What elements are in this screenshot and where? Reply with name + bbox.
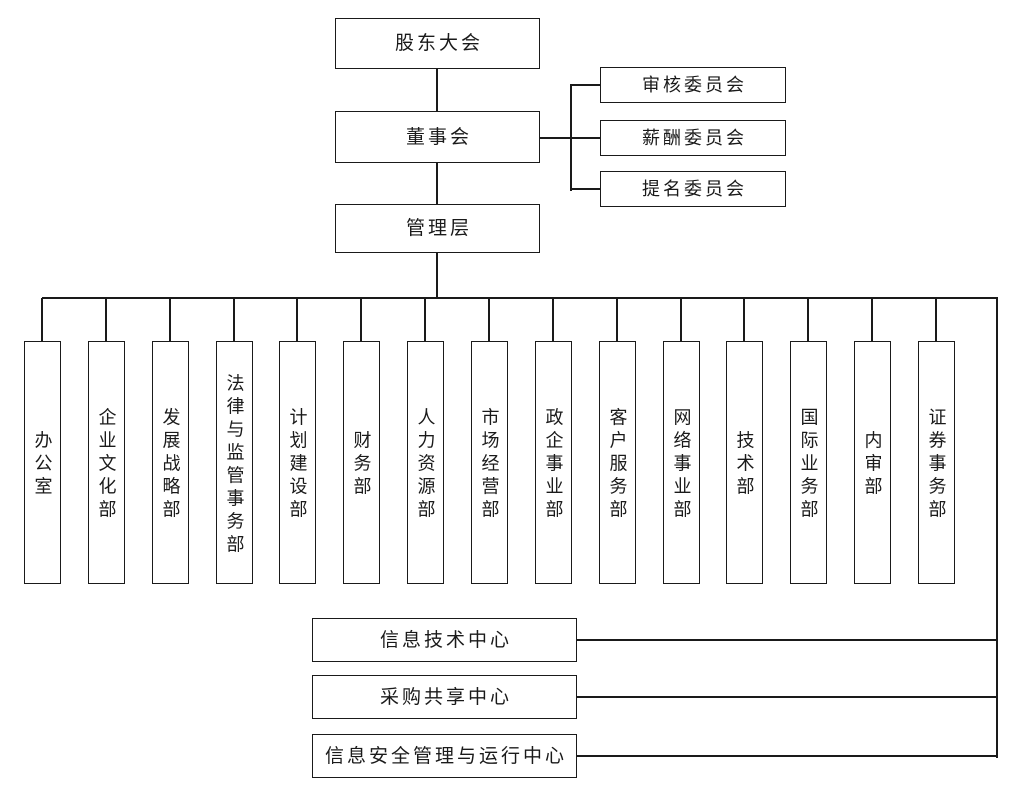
center-information-security-operation: 信息安全管理与运行中心 [312,734,577,778]
department-network-business-label: 网络事业部 [671,407,692,523]
connector-dept-stub [743,298,745,341]
department-corporate-culture: 企业文化部 [88,341,125,584]
department-technology: 技术部 [726,341,763,584]
node-management-label: 管理层 [405,218,472,239]
department-finance-label: 财务部 [351,430,372,500]
committee-audit: 审核委员会 [600,67,786,103]
connector-department-rail [42,297,998,299]
department-marketing-operations-label: 市场经营部 [479,407,500,523]
connector-center-information-security [577,755,996,757]
department-government-enterprise-label: 政企事业部 [543,407,564,523]
connector-dept-stub [105,298,107,341]
department-human-resources-label: 人力资源部 [415,407,436,523]
center-procurement-sharing: 采购共享中心 [312,675,577,719]
department-general-office-label: 办公室 [32,430,53,500]
department-development-strategy-label: 发展战略部 [160,407,181,523]
department-development-strategy: 发展战略部 [152,341,189,584]
center-information-security-operation-label: 信息安全管理与运行中心 [324,745,567,767]
connector-dept-stub [233,298,235,341]
node-shareholders-meeting: 股东大会 [335,18,540,69]
department-securities-affairs-label: 证券事务部 [926,407,947,523]
connector-dept-stub [41,298,43,341]
department-legal-regulatory-affairs: 法律与监管事务部 [216,341,253,584]
connector-dept-stub [360,298,362,341]
connector-dept-stub [552,298,554,341]
department-technology-label: 技术部 [734,430,755,500]
connector-dept-stub [871,298,873,341]
connector-shareholders-board [436,69,438,111]
department-securities-affairs: 证券事务部 [918,341,955,584]
department-general-office: 办公室 [24,341,61,584]
department-human-resources: 人力资源部 [407,341,444,584]
connector-committee-vertical [570,84,572,191]
department-corporate-culture-label: 企业文化部 [96,407,117,523]
center-information-technology: 信息技术中心 [312,618,577,662]
center-information-technology-label: 信息技术中心 [379,629,512,651]
department-customer-service-label: 客户服务部 [607,407,628,523]
connector-center-information-technology [577,639,996,641]
department-customer-service: 客户服务部 [599,341,636,584]
department-network-business: 网络事业部 [663,341,700,584]
committee-nomination-label: 提名委员会 [642,179,747,199]
node-board-of-directors-label: 董事会 [405,126,472,148]
department-government-enterprise: 政企事业部 [535,341,572,584]
department-planning-construction-label: 计划建设部 [287,407,308,523]
connector-center-procurement-sharing [577,696,996,698]
node-management: 管理层 [335,204,540,253]
connector-right-drop [996,297,998,758]
connector-dept-stub [616,298,618,341]
node-board-of-directors: 董事会 [335,111,540,163]
connector-dept-stub [935,298,937,341]
connector-dept-stub [807,298,809,341]
connector-dept-stub [169,298,171,341]
department-international-business-label: 国际业务部 [798,407,819,523]
connector-management-rail [436,253,438,298]
department-internal-audit: 内审部 [854,341,891,584]
committee-remuneration-label: 薪酬委员会 [642,128,747,148]
connector-dept-stub [488,298,490,341]
department-legal-regulatory-affairs-label: 法律与监管事务部 [224,373,245,557]
connector-dept-stub [296,298,298,341]
connector-dept-stub [680,298,682,341]
connector-board-management [436,162,438,204]
department-planning-construction: 计划建设部 [279,341,316,584]
department-internal-audit-label: 内审部 [862,430,883,500]
connector-committee-audit [570,84,600,86]
node-shareholders-meeting-label: 股东大会 [394,33,483,54]
connector-dept-stub [424,298,426,341]
department-finance: 财务部 [343,341,380,584]
connector-committee-nomination [570,188,600,190]
committee-nomination: 提名委员会 [600,171,786,207]
department-marketing-operations: 市场经营部 [471,341,508,584]
committee-remuneration: 薪酬委员会 [600,120,786,156]
committee-audit-label: 审核委员会 [642,75,747,95]
department-international-business: 国际业务部 [790,341,827,584]
center-procurement-sharing-label: 采购共享中心 [379,686,512,708]
